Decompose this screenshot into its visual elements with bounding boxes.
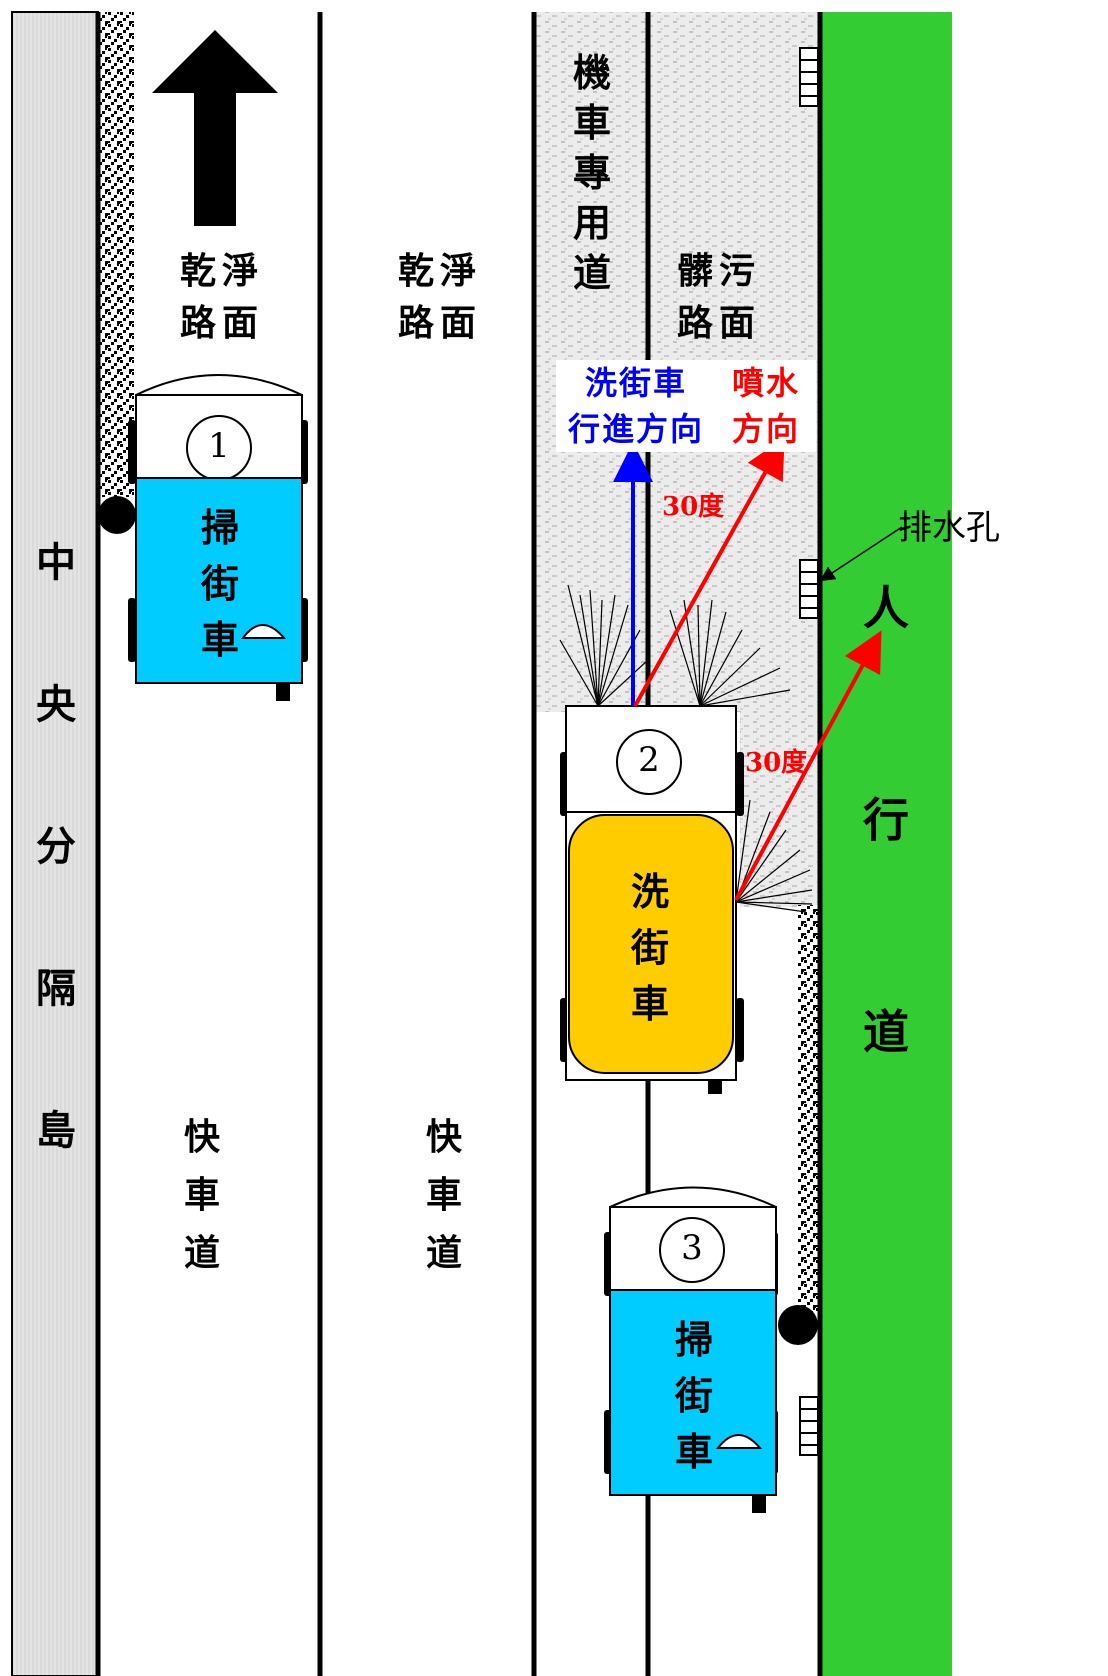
angle-label-top: 30度 [662, 492, 725, 522]
sweeper-truck-3 [604, 1186, 818, 1513]
median-island [11, 11, 99, 1676]
drain-grate-icon [799, 47, 819, 107]
sidewalk [822, 12, 952, 1676]
spray-direction-arrow-side [734, 630, 882, 901]
drain-pointer [819, 526, 903, 582]
sweeper3-label: 掃 街 車 [674, 1317, 713, 1474]
clean-road-label-left: 乾淨 路面 [180, 250, 265, 344]
dirty-road-label: 髒污 路面 [677, 250, 762, 344]
curb-debris-right [798, 905, 818, 1315]
median-label: 中 央 分 隔 島 [36, 539, 76, 1154]
clean-road-label-mid: 乾淨 路面 [398, 250, 483, 344]
median-curb-debris [100, 12, 134, 497]
drain-label: 排水孔 [898, 508, 1000, 548]
motorcycle-lane-label: 機 車 專 用 道 [572, 50, 611, 295]
spray-direction-arrow-top [633, 437, 785, 707]
washer-truck [560, 705, 744, 1094]
brush-icon [98, 496, 136, 534]
washer-label: 洗 街 車 [630, 869, 669, 1026]
washer-number: 2 [638, 740, 660, 780]
sweeper3-number: 3 [681, 1228, 703, 1268]
drain-grate-icon [799, 559, 819, 619]
spray-direction-label: 噴水 方向 [716, 360, 816, 452]
sweeper-truck-1 [98, 374, 308, 701]
sidewalk-label: 人 行 道 [863, 581, 909, 1059]
fast-lane-label-left: 快 車 道 [183, 1116, 220, 1274]
angle-label-side: 30度 [745, 748, 808, 778]
wash-direction-label: 洗街車 行進方向 [556, 360, 716, 452]
sweeper1-number: 1 [208, 426, 230, 466]
brush-icon [778, 1305, 818, 1345]
fast-lane-label-mid: 快 車 道 [425, 1116, 462, 1274]
direction-arrow-icon [152, 30, 278, 226]
dirty-road-edge [740, 712, 818, 907]
sweeper1-label: 掃 街 車 [200, 505, 239, 662]
drain-grate-icon [799, 1396, 819, 1456]
